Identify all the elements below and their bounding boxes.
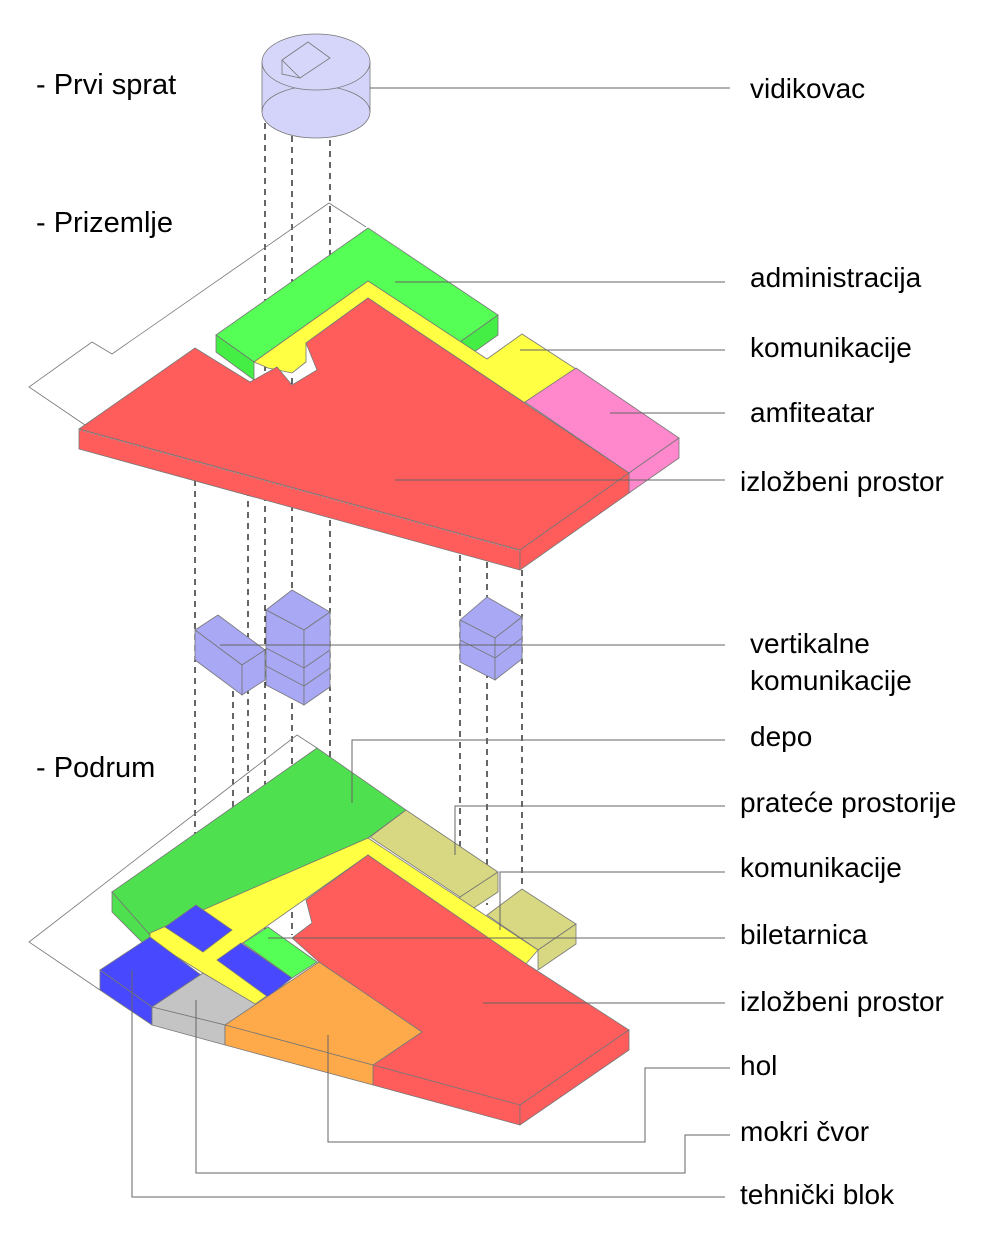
- label-hol: hol: [740, 1050, 778, 1081]
- level-label-ground-floor: - Prizemlje: [36, 207, 173, 239]
- label-pratece: prateće prostorije: [740, 787, 957, 818]
- label-administracija: administracija: [750, 262, 922, 293]
- label-komunikacije-basement: komunikacije: [740, 852, 902, 883]
- label-depo: depo: [750, 721, 813, 752]
- leader-lines: [131, 87, 730, 1198]
- stair-opening-icon: [281, 41, 331, 79]
- label-amfiteatar: amfiteatar: [750, 397, 875, 428]
- label-vidikovac: vidikovac: [750, 73, 866, 104]
- label-mokri-cvor: mokri čvor: [740, 1116, 870, 1147]
- ground-floor-plan: [28, 202, 680, 571]
- basement-plan: [28, 734, 630, 1126]
- label-vertikalne-line2: komunikacije: [750, 665, 912, 696]
- label-biletarnica: biletarnica: [740, 919, 868, 950]
- label-izlozbeni-ground: izložbeni prostor: [740, 466, 944, 497]
- level-label-first-floor: - Prvi sprat: [36, 69, 177, 101]
- level-label-basement: - Podrum: [36, 752, 156, 784]
- label-vertikalne-line1: vertikalne: [750, 628, 870, 659]
- biletarnica-block: [242, 926, 318, 979]
- vidikovac-top: [261, 33, 371, 91]
- label-tehnicki-blok: tehnički blok: [740, 1179, 895, 1210]
- tehnicki-block-1: [164, 904, 233, 953]
- vidikovac-cylinder: [261, 33, 371, 139]
- label-izlozbeni-basement: izložbeni prostor: [740, 986, 944, 1017]
- vertikalne-komunikacije-blocks: [194, 589, 523, 706]
- label-komunikacije-ground: komunikacije: [750, 332, 912, 363]
